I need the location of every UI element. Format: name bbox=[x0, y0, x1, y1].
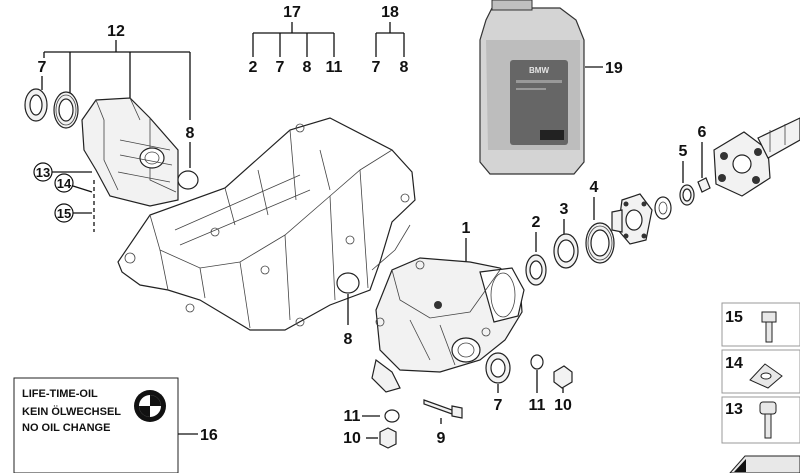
arrow-corner-icon bbox=[729, 455, 800, 473]
oil-label-part-16: LIFE-TIME-OIL KEIN ÖLWECHSEL NO OIL CHAN… bbox=[13, 377, 218, 473]
o-ring-part-8-cover bbox=[177, 170, 199, 190]
callout-7-bottom: 7 bbox=[494, 397, 503, 414]
callout-1: 1 bbox=[462, 220, 471, 237]
oil-bottle-part-19: BMW 19 bbox=[479, 0, 623, 175]
callout-6: 6 bbox=[698, 124, 707, 141]
plug-part-10-mid: 10 bbox=[343, 427, 397, 449]
callout-group-18: 18 7 8 bbox=[372, 4, 409, 76]
bearing-part bbox=[53, 91, 79, 129]
label-line-2: KEIN ÖLWECHSEL bbox=[22, 405, 121, 418]
callout-15: 15 bbox=[57, 206, 71, 221]
label-line-1: LIFE-TIME-OIL bbox=[22, 388, 98, 400]
callout-12: 12 bbox=[107, 23, 125, 40]
callout-17-part-7: 7 bbox=[276, 59, 285, 76]
bottle-brand-text: BMW bbox=[529, 66, 549, 75]
bmw-logo bbox=[134, 390, 166, 422]
callout-8-right: 8 bbox=[186, 125, 195, 142]
differential-housing-part-1: 1 bbox=[371, 220, 525, 393]
bolt-icon bbox=[761, 311, 777, 343]
o-ring-part-11-bottom: 11 bbox=[529, 354, 546, 414]
callout-17-part-8: 8 bbox=[303, 59, 312, 76]
callout-group-12: 12 7 8 bbox=[38, 23, 195, 168]
callout-7-left: 7 bbox=[38, 59, 47, 76]
callout-5: 5 bbox=[679, 143, 688, 160]
callout-10-mid: 10 bbox=[343, 430, 361, 447]
callout-19: 19 bbox=[605, 60, 623, 77]
seal-part-5: 5 bbox=[679, 143, 695, 206]
callout-17-part-2: 2 bbox=[249, 59, 258, 76]
callout-16: 16 bbox=[200, 427, 218, 444]
callout-4: 4 bbox=[590, 179, 599, 196]
callout-14: 14 bbox=[57, 176, 72, 191]
o-ring-part-8-mid: 8 bbox=[336, 272, 360, 348]
washer-icon bbox=[749, 363, 783, 389]
flex-disc-coupling bbox=[713, 117, 800, 197]
fastener-legend: 15 14 13 bbox=[721, 302, 800, 473]
seal-part-4: 4 bbox=[585, 179, 615, 264]
callout-group-17: 17 2 7 8 11 bbox=[249, 4, 343, 76]
sleeve-part-6: 6 bbox=[697, 124, 711, 193]
callout-9: 9 bbox=[437, 430, 446, 447]
callout-18-part-7: 7 bbox=[372, 59, 381, 76]
seal-ring-part-7 bbox=[24, 88, 48, 122]
output-flange bbox=[611, 193, 653, 245]
legend-num-15: 15 bbox=[725, 309, 743, 326]
callout-10-bottom: 10 bbox=[554, 397, 572, 414]
callout-18: 18 bbox=[381, 4, 399, 21]
cover-housing-part-12 bbox=[81, 97, 179, 207]
legend-num-13: 13 bbox=[725, 401, 743, 418]
callout-8-mid: 8 bbox=[344, 331, 353, 348]
plug-part-10-bottom: 10 bbox=[553, 365, 573, 414]
callout-3: 3 bbox=[560, 201, 569, 218]
washer-part bbox=[654, 196, 672, 220]
bolt-part-9: 9 bbox=[423, 399, 463, 447]
callout-17-part-11: 11 bbox=[326, 59, 343, 76]
callout-17: 17 bbox=[283, 4, 301, 21]
callout-13: 13 bbox=[36, 165, 50, 180]
callout-2: 2 bbox=[532, 214, 541, 231]
bearing-part-2: 2 bbox=[525, 214, 547, 286]
callout-18-part-8: 8 bbox=[400, 59, 409, 76]
ring-part-3: 3 bbox=[553, 201, 579, 269]
callout-11-mid: 11 bbox=[344, 408, 361, 425]
callout-11-bottom: 11 bbox=[529, 397, 546, 414]
legend-num-14: 14 bbox=[725, 355, 743, 372]
bolt-icon bbox=[759, 401, 777, 439]
o-ring-part-11-mid: 11 bbox=[344, 408, 400, 425]
callouts-13-14-15: 13 14 15 bbox=[33, 162, 95, 232]
seal-part-7-bottom: 7 bbox=[485, 352, 511, 414]
label-line-3: NO OIL CHANGE bbox=[22, 422, 110, 434]
